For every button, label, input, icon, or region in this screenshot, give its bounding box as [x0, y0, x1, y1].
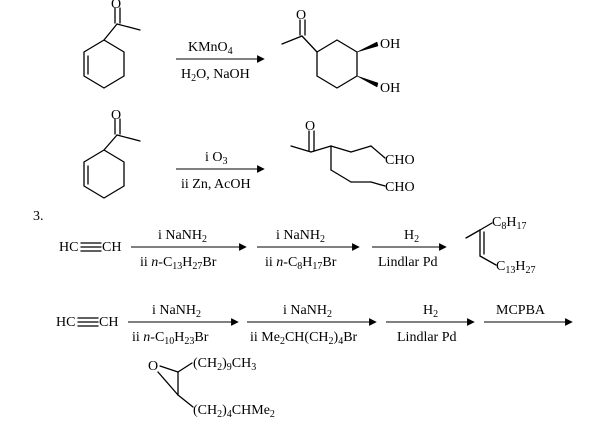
r3-product-bond-bottom [479, 255, 497, 266]
r2-product-oxygen-label: O [305, 119, 315, 134]
r3-product-bottom-label: C13H27 [496, 259, 535, 276]
r4-epoxide-sub-top-bond [177, 362, 193, 373]
r1-reagent-bottom: H2O, NaOH [181, 67, 250, 84]
r3-product-bond-top [465, 229, 481, 239]
r1-product-molecule: O OH OH [281, 8, 400, 96]
r2-start-bond [103, 134, 118, 151]
r4-step2-bottom: ii Me2CH(CH2)4Br [250, 330, 358, 347]
r3-step3-bottom: Lindlar Pd [378, 255, 438, 270]
r1-start-ring [83, 39, 125, 89]
r2-start-ring [83, 149, 125, 199]
r1-start-methyl [116, 23, 141, 31]
r2-reagent-top: i O3 [205, 150, 228, 167]
r4-step3-top: H2 [423, 303, 438, 320]
reaction-3: HC CH i NaNH2 ii n-C13H27Br i NaNH2 ii n… [59, 215, 535, 276]
r4-start-hc: HC [56, 315, 75, 330]
r2-start-oxygen-label: O [111, 108, 121, 123]
reaction-2: O i O3 ii Zn, AcOH O CHO CHO [83, 108, 415, 199]
r4-step3-bottom: Lindlar Pd [397, 330, 457, 345]
r3-start-hc: HC [59, 240, 78, 255]
reaction-4: HC CH i NaNH2 ii n-C10H23Br i NaNH2 ii M… [56, 303, 573, 420]
r2-product-chain-2 [330, 145, 352, 153]
r3-step2-top: i NaNH2 [276, 228, 325, 245]
r4-epoxide-sub-bottom-bond [177, 394, 194, 408]
r4-step4-top: MCPBA [496, 303, 546, 318]
r1-reagent-top: KMnO4 [188, 40, 233, 57]
r1-start-oxygen-label: O [111, 0, 121, 12]
r3-product-top-label: C8H17 [492, 215, 526, 232]
r1-product-methyl [281, 35, 303, 45]
r2-product-cho-top-bond [370, 145, 386, 159]
problem-number: 3. [33, 209, 44, 224]
r4-product-molecule: O (CH2)9CH3 (CH2)4CHMe2 [148, 356, 275, 420]
r1-start-bond [103, 23, 118, 41]
r2-product-chain-3 [350, 145, 372, 153]
r1-oh-bottom-wedge [356, 75, 379, 88]
r3-start-ch: CH [102, 240, 121, 255]
r2-start-methyl [116, 134, 141, 142]
r1-product-ring [316, 39, 358, 89]
r2-cho-top-label: CHO [385, 153, 415, 168]
r4-epoxide-o-c1 [159, 365, 179, 373]
r2-reagent-bottom: ii Zn, AcOH [181, 177, 251, 192]
r2-product-methyl [290, 145, 312, 153]
reaction-1: O KMnO4 H2O, NaOH O OH OH [83, 0, 400, 96]
r1-start-molecule: O [83, 0, 141, 89]
r3-step1-top: i NaNH2 [158, 228, 207, 245]
r1-product-oxygen-label: O [296, 8, 306, 23]
r4-step1-bottom: ii n-C10H23Br [132, 330, 209, 347]
r4-step2-top: i NaNH2 [283, 303, 332, 320]
r4-sub-bottom-label: (CH2)4CHMe2 [193, 403, 275, 420]
r1-oh-bottom-label: OH [380, 81, 400, 96]
r2-cho-bottom-label: CHO [385, 180, 415, 195]
r3-step3-top: H2 [404, 228, 419, 245]
r1-oh-top-wedge [356, 41, 379, 53]
r1-oh-top-label: OH [380, 37, 400, 52]
r4-start-ch: CH [99, 315, 118, 330]
r2-product-cho-bottom-bond [370, 181, 386, 187]
r2-product-branch-2 [330, 169, 352, 183]
r4-epoxide-o-c2 [157, 371, 179, 396]
r3-step2-bottom: ii n-C8H17Br [265, 255, 337, 272]
r4-epoxide-oxygen-label: O [148, 359, 158, 374]
r2-start-molecule: O [83, 108, 141, 199]
r2-product-molecule: O CHO CHO [290, 119, 415, 195]
r3-step1-bottom: ii n-C13H27Br [140, 255, 217, 272]
r4-sub-top-label: (CH2)9CH3 [193, 356, 256, 373]
r4-step1-top: i NaNH2 [152, 303, 201, 320]
r1-product-bond [301, 35, 318, 53]
r3-product-molecule: C8H17 C13H27 [465, 215, 535, 276]
r3-product-bond-sub-top [479, 222, 493, 231]
